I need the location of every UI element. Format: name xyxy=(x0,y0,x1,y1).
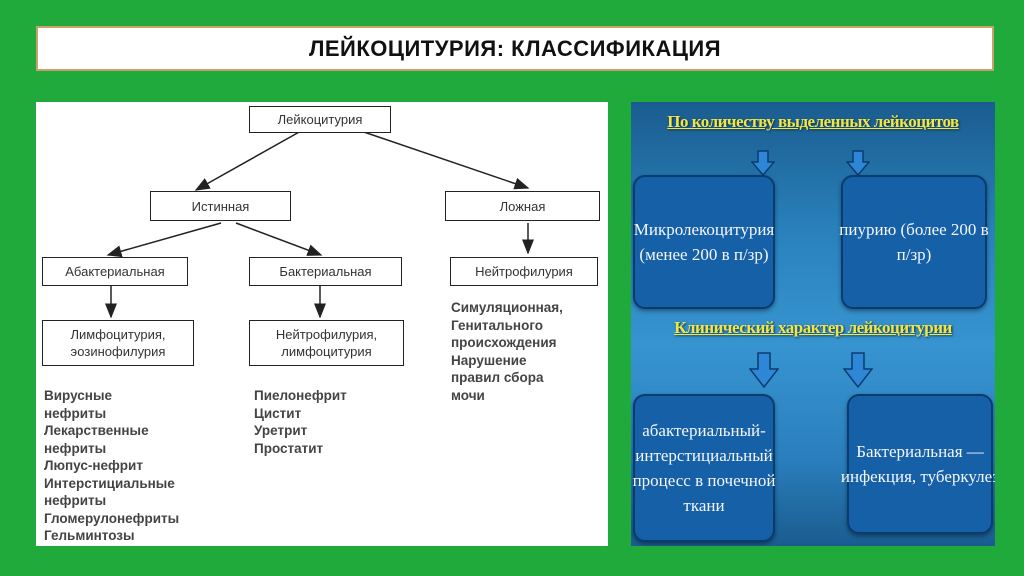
down-arrow-icon xyxy=(749,352,779,388)
arrow-root-false xyxy=(360,130,530,190)
node-neutrophiluria-false: Нейтрофилурия xyxy=(450,257,598,286)
tree-connectors xyxy=(105,130,534,319)
arrow-true-bacterial xyxy=(235,222,323,256)
bacterial-causes-list: Пиелонефрит Цистит Уретрит Простатит xyxy=(254,388,347,456)
node-lymphocyturia-eosinophiluria: Лимфоцитурия, эозинофилурия xyxy=(42,320,194,366)
header-clinical: Клинический характер лейкоцитурии xyxy=(674,318,952,337)
box-pyuria: пиурию (более 200 в п/зр) xyxy=(839,175,989,309)
box-microleukocyturia-text: Микролекоцитурия (менее 200 в п/зр) xyxy=(633,220,775,264)
classification-tree-panel: Лейкоцитурия Истинная Ложная Абактериаль… xyxy=(36,102,608,546)
arrow-true-abacterial xyxy=(106,222,222,258)
node-leukocyturia: Лейкоцитурия xyxy=(249,106,391,133)
node-true: Истинная xyxy=(150,191,291,221)
box-bacterial-infection: Бактериальная — инфекция, туберкулез xyxy=(841,394,995,534)
node-neutrophiluria-lymphocyturia: Нейтрофилурия, лимфоцитурия xyxy=(249,320,404,366)
node-abacterial: Абактериальная xyxy=(42,257,188,286)
classification-blue-panel: По количеству выделенных лейкоцитов Микр… xyxy=(631,102,995,546)
down-arrow-icon xyxy=(751,150,775,176)
box-bacterial-infection-text: Бактериальная — инфекция, туберкулез xyxy=(840,442,995,486)
down-arrow-icon xyxy=(846,150,870,176)
box-pyuria-text: пиурию (более 200 в п/зр) xyxy=(839,220,989,264)
page-title: ЛЕЙКОЦИТУРИЯ: КЛАССИФИКАЦИЯ xyxy=(308,35,722,61)
abacterial-causes-list: Вирусные нефриты Лекарственные нефриты Л… xyxy=(44,388,180,543)
box-abacterial-interstitial: абактериальный- интерстициальный процесс… xyxy=(633,394,775,542)
box-microleukocyturia: Микролекоцитурия (менее 200 в п/зр) xyxy=(633,175,775,309)
title-bar: ЛЕЙКОЦИТУРИЯ: КЛАССИФИКАЦИЯ xyxy=(36,26,994,71)
node-bacterial: Бактериальная xyxy=(249,257,402,286)
false-causes-list: Симуляционная, Генитального происхождени… xyxy=(451,300,563,403)
header-quantity: По количеству выделенных лейкоцитов xyxy=(667,112,959,131)
node-false: Ложная xyxy=(445,191,600,221)
arrow-root-true xyxy=(194,130,302,191)
box-abacterial-interstitial-text: абактериальный- интерстициальный процесс… xyxy=(632,421,776,515)
down-arrow-icon xyxy=(843,352,873,388)
